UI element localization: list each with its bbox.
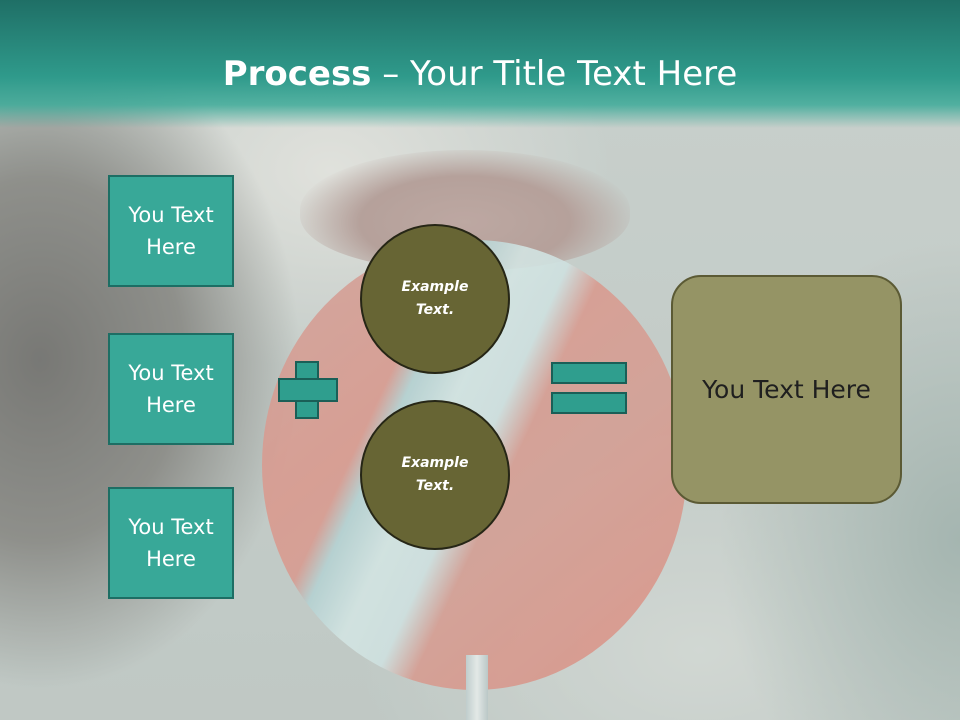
example-circle-1[interactable]: Example Text. [360, 224, 510, 374]
text-box-2-label: You Text Here [128, 361, 214, 417]
lollipop-stick [466, 655, 488, 720]
title-rest: – Your Title Text Here [371, 54, 738, 94]
equals-top-bar [551, 362, 627, 384]
title-banner [0, 0, 960, 128]
result-box-label: You Text Here [702, 374, 871, 404]
example-circle-1-label: Example Text. [401, 279, 469, 318]
slide-title[interactable]: Process – Your Title Text Here [0, 52, 960, 96]
text-box-1[interactable]: You Text Here [108, 175, 234, 287]
title-bold: Process [222, 54, 372, 94]
text-box-3[interactable]: You Text Here [108, 487, 234, 599]
example-circle-2[interactable]: Example Text. [360, 400, 510, 550]
result-box[interactable]: You Text Here [671, 275, 902, 504]
example-circle-2-label: Example Text. [401, 455, 469, 494]
text-box-2[interactable]: You Text Here [108, 333, 234, 445]
text-box-1-label: You Text Here [128, 203, 214, 259]
text-box-3-label: You Text Here [128, 515, 214, 571]
plus-center [297, 380, 317, 400]
equals-bottom-bar [551, 392, 627, 414]
